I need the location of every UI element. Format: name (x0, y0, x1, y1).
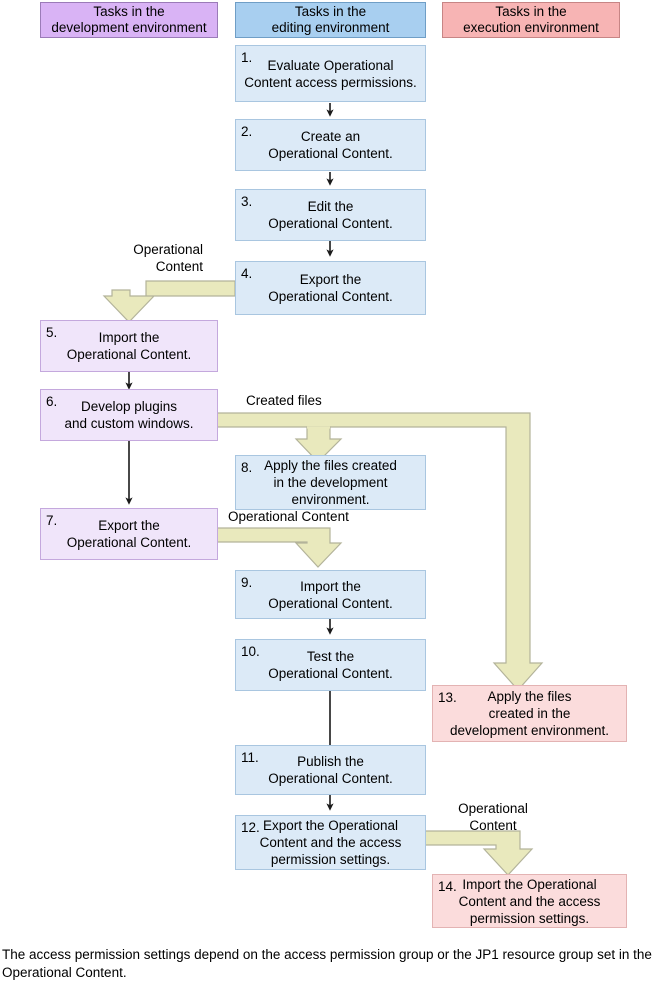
node-11-label: Publish the Operational Content. (268, 754, 393, 786)
node-13-apply-files-created: 13. Apply the files created in the devel… (432, 685, 627, 742)
node-12-label: Export the Operational Content and the a… (259, 818, 402, 867)
header-execution-environment: Tasks in the execution environment (442, 2, 620, 38)
node-8-apply-files-created: 8. Apply the files created in the develo… (235, 455, 426, 510)
footnote-text: The access permission settings depend on… (2, 947, 652, 980)
node-9-label: Import the Operational Content. (268, 578, 393, 611)
node-14-import-content-and-permissions: 14. Import the Operational Content and t… (432, 874, 627, 928)
node-4-label: Export the Operational Content. (268, 272, 393, 304)
node-9-number: 9. (241, 575, 253, 590)
node-2-label: Create an Operational Content. (268, 129, 393, 161)
node-7-number: 7. (46, 513, 58, 528)
node-10-number: 10. (241, 644, 260, 659)
node-4-export-operational-content: 4. Export the Operational Content. (235, 261, 426, 315)
node-4-number: 4. (241, 266, 253, 281)
node-2-create-operational-content: 2. Create an Operational Content. (235, 119, 426, 171)
node-11-publish-operational-content: 11. Publish the Operational Content. (235, 745, 426, 795)
node-3-number: 3. (241, 194, 253, 209)
flow-label-created-files: Created files (246, 393, 322, 408)
block-arrow-4-to-5 (102, 280, 236, 323)
block-arrow-7-to-9 (212, 527, 343, 568)
node-7-label: Export the Operational Content. (66, 518, 192, 550)
node-8-label: Apply the files created in the developme… (264, 458, 397, 507)
node-10-label: Test the Operational Content. (268, 649, 393, 681)
node-1-number: 1. (241, 50, 253, 65)
node-5-label: Import the Operational Content. (66, 330, 192, 362)
node-6-develop-plugins: 6. Develop plugins and custom windows. (40, 389, 218, 441)
node-12-export-content-and-permissions: 12. Export the Operational Content and t… (235, 815, 426, 870)
node-2-number: 2. (241, 124, 253, 139)
node-7-export-operational-content: 7. Export the Operational Content. (40, 508, 218, 560)
node-14-number: 14. (438, 879, 457, 894)
node-3-edit-operational-content: 3. Edit the Operational Content. (235, 189, 426, 241)
node-8-number: 8. (241, 460, 253, 475)
flow-label-operational-content-7-to-9: Operational Content (228, 509, 349, 524)
node-6-label: Develop plugins and custom windows. (64, 399, 194, 431)
header-development-environment: Tasks in the development environment (40, 2, 218, 38)
block-arrow-12-to-14 (412, 830, 534, 876)
node-5-number: 5. (46, 325, 58, 340)
node-6-number: 6. (46, 394, 58, 409)
node-10-test-operational-content: 10. Test the Operational Content. (235, 639, 426, 691)
node-12-number: 12. (241, 820, 260, 835)
node-1-label: Evaluate Operational Content access perm… (244, 57, 417, 90)
node-1-evaluate-access-permissions: 1. Evaluate Operational Content access p… (235, 45, 426, 102)
node-3-label: Edit the Operational Content. (268, 199, 393, 231)
node-13-number: 13. (438, 690, 457, 705)
header-editing-environment: Tasks in the editing environment (235, 2, 426, 38)
node-13-label: Apply the files created in the developme… (449, 689, 610, 738)
node-14-label: Import the Operational Content and the a… (458, 876, 601, 926)
node-5-import-operational-content: 5. Import the Operational Content. (40, 320, 218, 372)
node-9-import-operational-content: 9. Import the Operational Content. (235, 570, 426, 619)
flow-label-operational-content-4-to-5: Operational Content (133, 242, 203, 274)
node-11-number: 11. (241, 750, 259, 765)
flow-label-operational-content-12-to-14: Operational Content (458, 801, 528, 833)
